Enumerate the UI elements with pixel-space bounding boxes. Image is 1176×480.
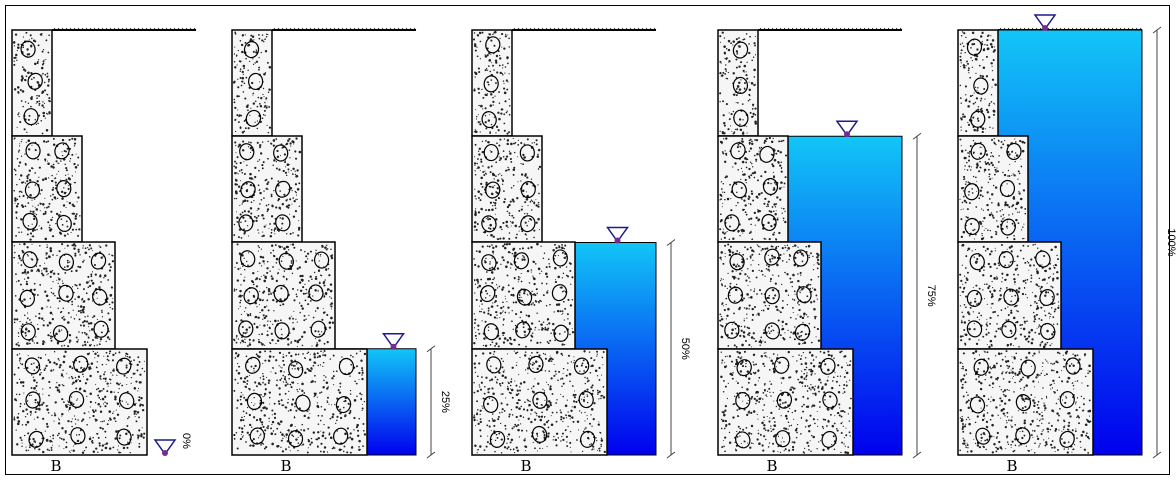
gabion-panel: 100% B (957, 14, 1176, 475)
ground-hatch (53, 27, 197, 31)
gabion-block (717, 348, 854, 456)
gabion-block (231, 135, 303, 243)
height-dimension (1152, 26, 1162, 459)
water-level-marker (1033, 14, 1057, 31)
gabion-block (471, 241, 576, 350)
gabion-block (717, 29, 759, 137)
ground-hatch (513, 27, 657, 31)
base-width-label: B (766, 457, 777, 475)
base-width-label: B (280, 457, 291, 475)
base-width-label: B (1006, 457, 1017, 475)
gabion-block (471, 29, 513, 137)
gabion-block (717, 135, 789, 243)
level-percent-label: 25% (439, 391, 451, 413)
gabion-block (957, 29, 999, 137)
gabion-panel: 75% B (717, 27, 937, 475)
level-percent-label: 50% (679, 338, 691, 360)
gabion-block (957, 135, 1029, 243)
gabion-block (11, 29, 53, 137)
level-percent-label: 75% (925, 285, 937, 307)
level-percent-label: 0% (180, 433, 192, 449)
gabion-block (231, 241, 336, 350)
gabion-block (11, 241, 116, 350)
gabion-block (957, 241, 1062, 350)
gabion-block (11, 348, 148, 456)
base-width-label: B (520, 457, 531, 475)
gabion-block (717, 241, 822, 350)
gabion-panel: 0% B (11, 27, 197, 475)
water-level-marker (382, 333, 405, 350)
gabion-block (231, 348, 368, 456)
height-dimension (666, 239, 676, 459)
water-level-marker (606, 226, 629, 244)
ground-hatch (759, 27, 903, 31)
gabion-block (471, 135, 543, 243)
gabion-panel: 25% B (231, 27, 451, 475)
water-level-marker (835, 120, 859, 138)
water-level-marker (153, 439, 177, 456)
height-dimension (426, 345, 436, 459)
gabion-block (471, 348, 608, 456)
gabion-block (11, 135, 83, 243)
gabion-block (957, 348, 1094, 456)
gabion-block (231, 29, 273, 137)
level-percent-label: 100% (1165, 228, 1176, 256)
gabion-panel: 50% B (471, 27, 691, 475)
base-width-label: B (50, 457, 61, 475)
ground-hatch (273, 27, 417, 31)
height-dimension (912, 132, 922, 459)
